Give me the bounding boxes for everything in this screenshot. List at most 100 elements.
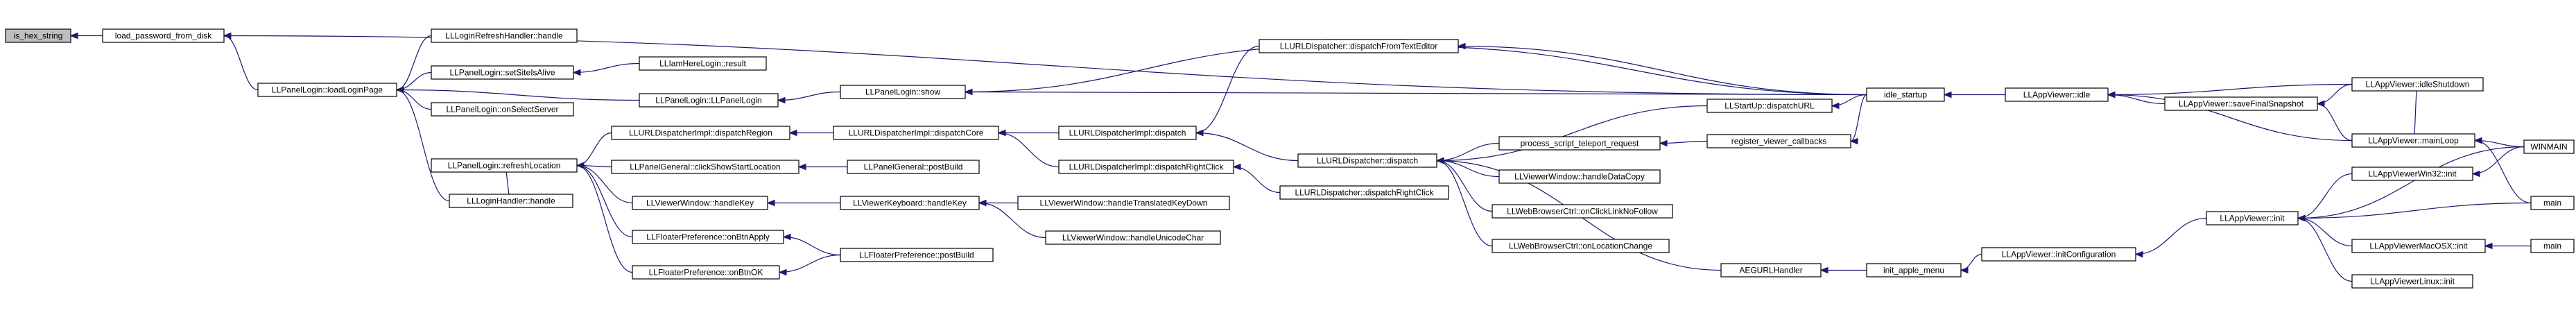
function-node[interactable]: LLLoginHandler::handle (449, 194, 573, 208)
function-node[interactable]: LLURLDispatcherImpl::dispatch (1058, 126, 1197, 140)
function-node[interactable]: LLURLDispatcherImpl::dispatchRightClick (1058, 160, 1234, 174)
function-node[interactable]: LLAppViewer::idle (2005, 87, 2109, 102)
node-box (2530, 239, 2575, 253)
function-node[interactable]: register_viewer_callbacks (1706, 134, 1851, 148)
node-label: LLFloaterPreference::onBtnOK (649, 268, 763, 278)
node-label: LLWebBrowserCtrl::onLocationChange (1509, 241, 1652, 251)
node-box (257, 83, 397, 97)
node-box (431, 158, 578, 173)
node-box (2523, 139, 2575, 154)
node-label: idle_startup (1884, 90, 1927, 100)
node-label: register_viewer_callbacks (1731, 137, 1826, 146)
function-node[interactable]: LLPanelLogin::onSelectServer (431, 102, 574, 117)
node-label: LLPanelGeneral::clickShowStartLocation (630, 162, 780, 172)
call-edge (1195, 45, 1260, 134)
node-box (639, 93, 779, 108)
node-label: process_script_teleport_request (1521, 139, 1639, 148)
function-node[interactable]: LLLoginRefreshHandler::handle (431, 28, 578, 43)
function-node[interactable]: LLViewerWindow::handleTranslatedKeyDown (1017, 196, 1230, 210)
arrowhead (788, 129, 797, 137)
call-edge (2472, 146, 2525, 175)
node-label: LLAppViewer::idle (2023, 90, 2091, 100)
arrowhead (395, 86, 404, 94)
function-node[interactable]: LLPanelLogin::refreshLocation (431, 158, 578, 173)
function-node[interactable]: LLPanelGeneral::clickShowStartLocation (611, 160, 799, 174)
function-node[interactable]: LLURLDispatcherImpl::dispatchRegion (611, 126, 790, 140)
function-node[interactable]: LLIamHereLogin::result (639, 56, 767, 71)
function-node[interactable]: LLAppViewerWin32::init (2351, 167, 2473, 181)
node-label: LLURLDispatcherImpl::dispatchCore (849, 128, 984, 138)
function-node[interactable]: LLPanelLogin::show (840, 85, 966, 99)
node-label: LLAppViewerWin32::init (2368, 169, 2457, 179)
function-node[interactable]: is_hex_string (5, 28, 71, 43)
call-edge (2297, 173, 2353, 219)
function-node[interactable]: LLURLDispatcherImpl::dispatchCore (833, 126, 999, 140)
arrowhead (1435, 157, 1444, 164)
call-edge (2317, 83, 2353, 105)
call-edge (2297, 146, 2525, 219)
node-label: LLAppViewer::init (2220, 214, 2285, 223)
function-node[interactable]: LLPanelLogin::setSiteIsAlive (431, 65, 574, 80)
function-node[interactable]: LLAppViewerMacOSX::init (2351, 239, 2486, 253)
function-node[interactable]: LLURLDispatcher::dispatchRightClick (1279, 185, 1449, 200)
arrowhead (964, 88, 973, 96)
function-node[interactable]: WINMAIN (2523, 139, 2575, 154)
function-node[interactable]: LLURLDispatcher::dispatchFromTextEditor (1259, 39, 1459, 53)
arrowhead (778, 268, 787, 276)
function-node[interactable]: LLFloaterPreference::postBuild (840, 248, 994, 262)
function-node[interactable]: LLStartUp::dispatchURL (1706, 99, 1833, 113)
arrowhead (2297, 214, 2306, 222)
call-edge (576, 132, 612, 167)
function-node[interactable]: LLPanelLogin::loadLoginPage (257, 83, 397, 97)
node-box (1981, 247, 2136, 262)
function-node[interactable]: LLAppViewer::init (2206, 211, 2299, 225)
arrowhead (2471, 170, 2480, 178)
node-box (1279, 185, 1449, 200)
function-node[interactable]: AEGURLHandler (1720, 263, 1822, 278)
function-node[interactable]: idle_startup (1866, 87, 1945, 102)
function-node[interactable]: LLWebBrowserCtrl::onClickLinkNoFollow (1492, 204, 1673, 219)
arrowhead (576, 162, 585, 169)
node-box (840, 248, 994, 262)
function-node[interactable]: LLViewerWindow::handleDataCopy (1498, 169, 1661, 184)
arrowhead (797, 163, 806, 171)
node-box (431, 28, 578, 43)
function-node[interactable]: process_script_teleport_request (1498, 136, 1661, 151)
function-node[interactable]: LLFloaterPreference::onBtnApply (632, 230, 784, 244)
function-node[interactable]: LLAppViewer::idleShutdown (2351, 77, 2484, 92)
function-node[interactable]: LLAppViewer::saveFinalSnapshot (2164, 96, 2318, 111)
node-label: LLIamHereLogin::result (659, 59, 746, 69)
function-node[interactable]: LLURLDispatcher::dispatch (1297, 153, 1437, 168)
arrowhead (2316, 100, 2325, 108)
arrowhead (1232, 163, 1241, 171)
call-edge (779, 254, 841, 273)
function-node[interactable]: init_apple_menu (1866, 263, 1962, 278)
function-node[interactable]: LLPanelLogin::LLPanelLogin (639, 93, 779, 108)
function-node[interactable]: main (2530, 196, 2575, 210)
call-edge (1850, 94, 1867, 142)
function-node[interactable]: LLFloaterPreference::onBtnOK (632, 265, 780, 280)
call-edge (2297, 202, 2532, 219)
function-node[interactable]: LLViewerWindow::handleKey (632, 196, 768, 210)
function-node[interactable]: LLAppViewer::mainLoop (2351, 133, 2475, 148)
node-box (1259, 39, 1459, 53)
node-box (1866, 87, 1945, 102)
function-node[interactable]: LLViewerKeyboard::handleKey (840, 196, 980, 210)
arrowhead (1849, 137, 1858, 145)
node-box (639, 56, 767, 71)
node-label: LLStartUp::dispatchURL (1724, 101, 1815, 111)
function-node[interactable]: load_password_from_disk (102, 28, 225, 43)
function-node[interactable]: main (2530, 239, 2575, 253)
call-edge (1458, 45, 1867, 96)
function-node[interactable]: LLPanelGeneral::postBuild (847, 160, 980, 174)
function-node[interactable]: LLWebBrowserCtrl::onLocationChange (1492, 239, 1670, 253)
node-box (611, 160, 799, 174)
node-label: LLPanelLogin::onSelectServer (446, 105, 558, 114)
function-node[interactable]: LLAppViewerLinux::init (2351, 274, 2473, 289)
node-label: LLURLDispatcherImpl::dispatchRightClick (1069, 162, 1225, 172)
node-box (2351, 167, 2473, 181)
function-node[interactable]: LLAppViewer::initConfiguration (1981, 247, 2136, 262)
node-box (1017, 196, 1230, 210)
function-node[interactable]: LLViewerWindow::handleUnicodeChar (1045, 230, 1221, 245)
call-edge (396, 89, 432, 110)
